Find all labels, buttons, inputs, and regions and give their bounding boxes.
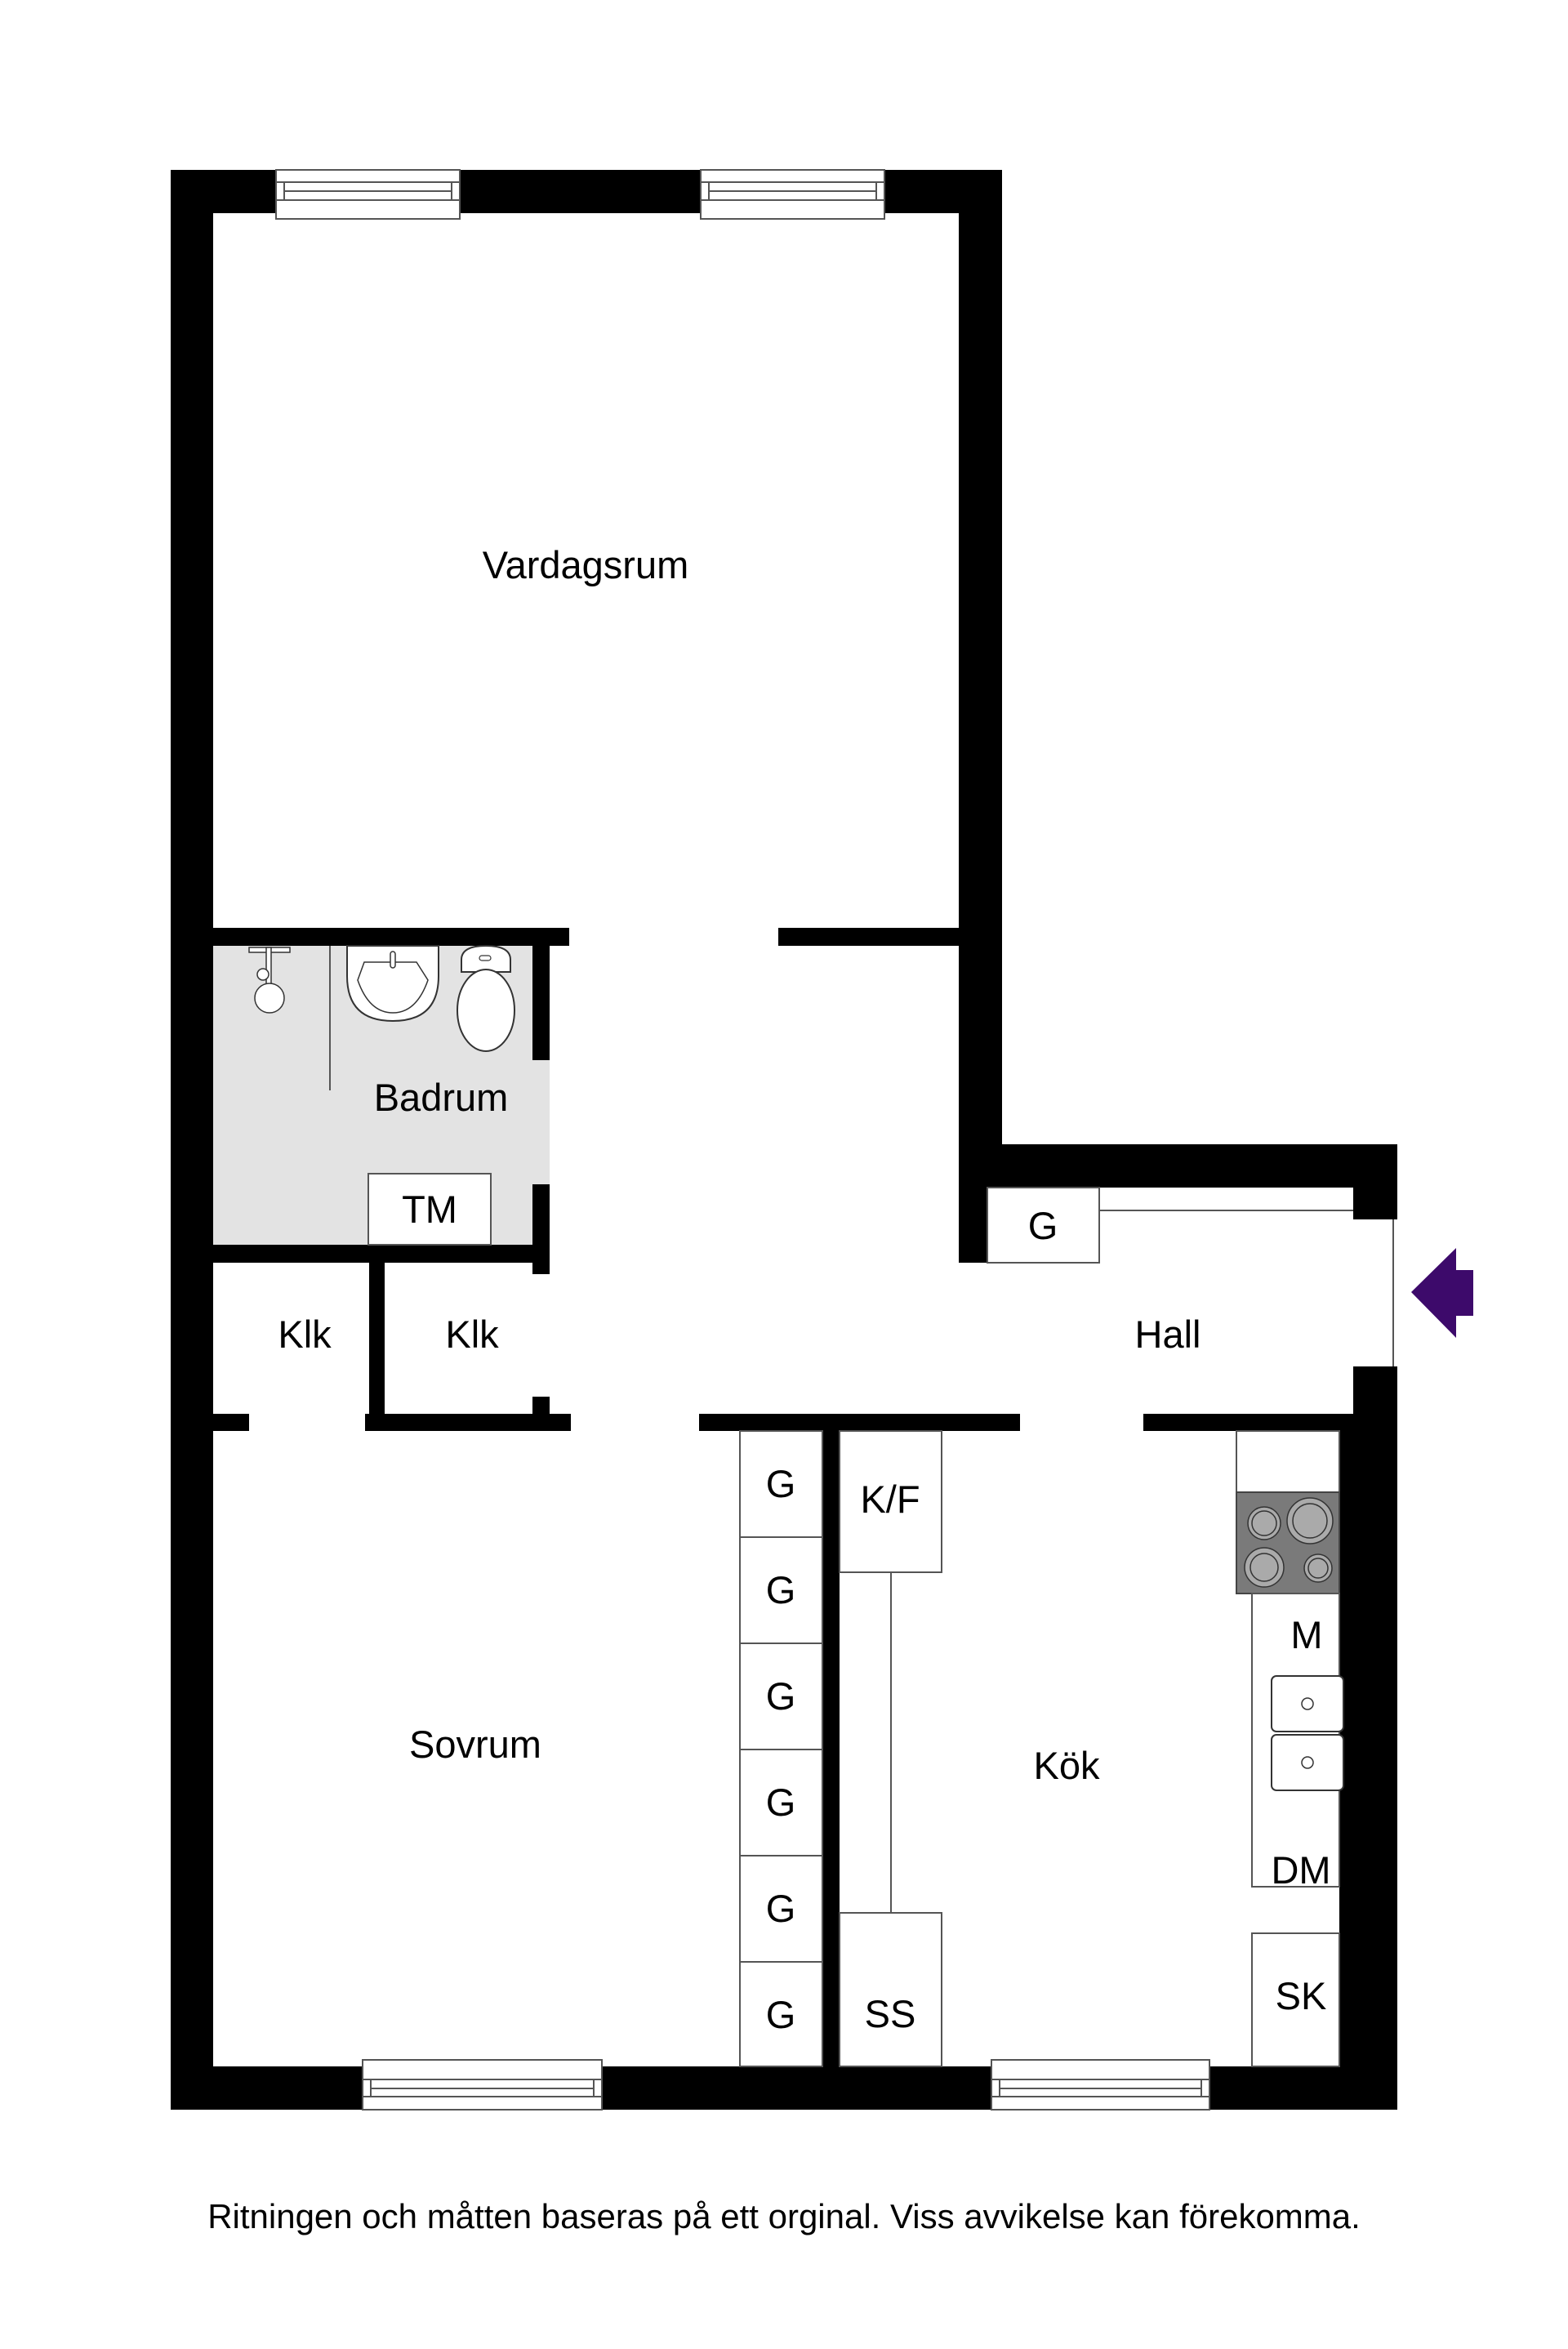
sink-icon [346,945,439,1023]
washing-machine: TM [368,1173,492,1246]
stove-icon [1236,1491,1340,1594]
microwave-label: M [1290,1613,1322,1656]
window-bottom-left [362,2059,603,2111]
hall-closet: G [987,1187,1353,1264]
wardrobe-label: G [766,1887,796,1930]
shower-icon [248,947,291,1014]
fridge-freezer-label: K/F [860,1478,920,1521]
svg-text:TM: TM [402,1188,457,1231]
dishwasher-label: DM [1271,1848,1330,1892]
bathroom-fixtures [248,944,515,1090]
wardrobe-label: G [766,1462,796,1505]
wardrobe-column: G G G G G G [739,1430,823,2067]
kitchen-right-counter: M DM SK [1236,1430,1344,2067]
sink-double-icon [1271,1675,1344,1791]
room-label-klk-right: Klk [445,1313,499,1356]
window-bottom-right [991,2059,1210,2111]
room-label-kok: Kök [1034,1744,1100,1787]
entrance-arrow-icon [1411,1248,1473,1338]
wardrobe-label: G [766,1674,796,1718]
wardrobe-label: G [766,1993,796,2036]
wardrobe-label: G [766,1781,796,1824]
interior-walls [213,928,1397,2066]
cabinet-ss-label: SS [865,1992,916,2035]
window-top-right [700,169,885,220]
svg-text:G: G [1028,1204,1058,1247]
cabinet-sk-label: SK [1276,1974,1327,2017]
wardrobe-label: G [766,1568,796,1611]
toilet-icon [457,944,515,1052]
disclaimer-text: Ritningen och måtten baseras på ett orgi… [207,2197,1361,2235]
room-label-vardagsrum: Vardagsrum [483,543,689,586]
windows [275,169,1210,2111]
room-label-klk-left: Klk [278,1313,332,1356]
kitchen-left-counter: K/F SS [839,1430,942,2067]
window-top-left [275,169,461,220]
room-label-sovrum: Sovrum [409,1723,541,1766]
room-label-badrum: Badrum [374,1076,509,1119]
room-label-hall: Hall [1135,1313,1201,1356]
